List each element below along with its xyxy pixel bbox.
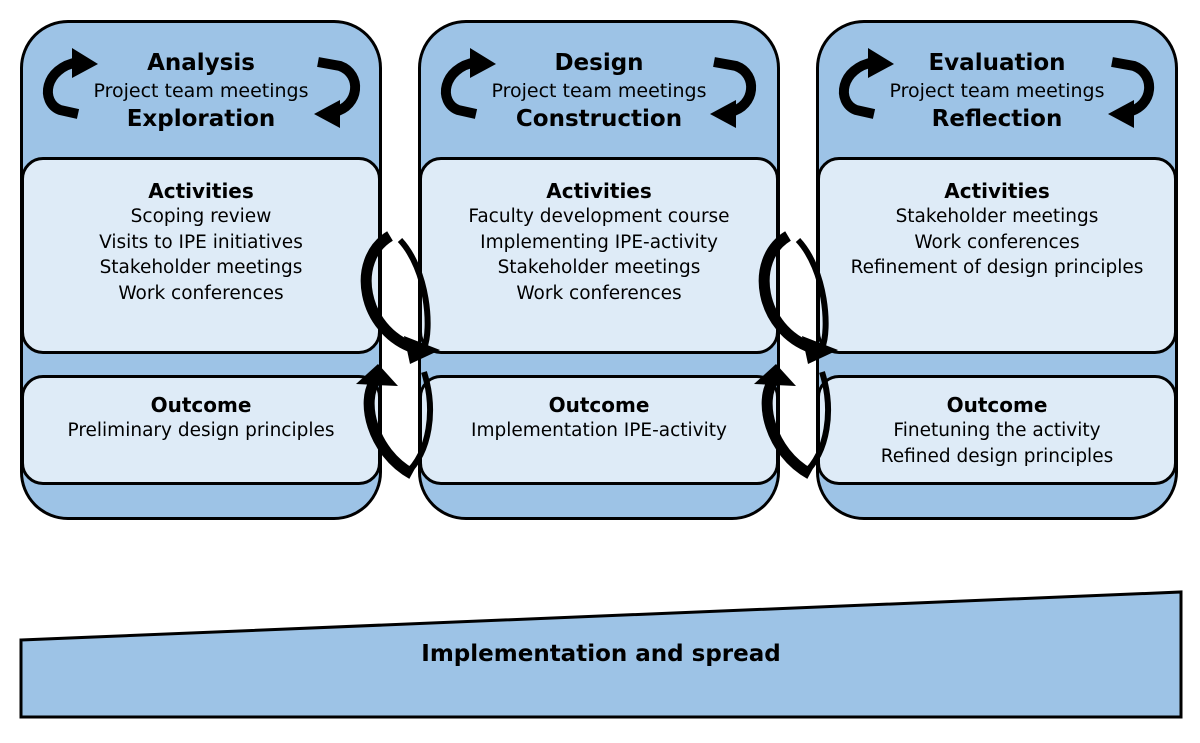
phase-design: Design Project team meetings Constructio…	[418, 20, 780, 520]
outcome-title: Outcome	[548, 393, 650, 417]
phase-subtitle: Reflection	[931, 106, 1063, 132]
phase-evaluation: Evaluation Project team meetings Reflect…	[816, 20, 1178, 520]
activity-item: Stakeholder meetings	[99, 257, 303, 278]
phase-title: Evaluation	[928, 50, 1066, 76]
activity-item: Stakeholder meetings	[895, 206, 1099, 227]
activities-box: Activities Stakeholder meetings Work con…	[817, 157, 1177, 354]
phase-meeting: Project team meetings	[889, 80, 1105, 102]
cycle-arrow-icon	[1108, 57, 1154, 128]
activity-item: Faculty development course	[468, 206, 730, 227]
transition-loop-arrow-icon	[754, 231, 838, 479]
cycle-arrow-icon	[710, 57, 756, 128]
phase-subtitle: Exploration	[126, 106, 276, 132]
outcome-item: Refined design principles	[880, 445, 1114, 467]
activity-item: Stakeholder meetings	[497, 257, 701, 278]
activity-item: Visits to IPE initiatives	[99, 231, 303, 253]
phase-header: Evaluation Project team meetings Reflect…	[819, 49, 1175, 133]
phase-meeting: Project team meetings	[93, 80, 309, 102]
activities-title: Activities	[944, 179, 1050, 203]
activity-item: Work conferences	[914, 231, 1080, 253]
activity-item: Work conferences	[516, 282, 682, 304]
outcome-item: Preliminary design principles	[67, 420, 335, 441]
phase-title: Design	[554, 50, 644, 76]
phase-header: Analysis Project team meetings Explorati…	[23, 49, 379, 133]
outcome-title: Outcome	[150, 393, 252, 417]
phase-analysis: Analysis Project team meetings Explorati…	[20, 20, 382, 520]
cycle-arrow-icon	[838, 48, 894, 119]
activity-item: Work conferences	[118, 282, 284, 304]
outcome-box: Outcome Implementation IPE-activity	[419, 375, 779, 485]
outcome-item: Implementation IPE-activity	[471, 420, 727, 441]
phase-title: Analysis	[147, 50, 255, 76]
phase-meeting: Project team meetings	[491, 80, 707, 102]
cycle-arrow-icon	[440, 48, 496, 119]
activities-box: Activities Scoping review Visits to IPE …	[21, 157, 381, 354]
transition-loop-arrow-icon	[356, 231, 440, 479]
cycle-arrow-icon	[314, 57, 360, 128]
outcome-box: Outcome Preliminary design principles	[21, 375, 381, 485]
phase-subtitle: Construction	[515, 106, 683, 132]
outcome-title: Outcome	[946, 393, 1048, 417]
activity-item: Refinement of design principles	[850, 257, 1144, 278]
activities-box: Activities Faculty development course Im…	[419, 157, 779, 354]
implementation-label: Implementation and spread	[421, 641, 781, 667]
implementation-wedge	[19, 590, 1183, 719]
outcome-box: Outcome Finetuning the activity Refined …	[817, 375, 1177, 485]
activities-title: Activities	[148, 179, 254, 203]
cycle-arrow-icon	[42, 48, 98, 119]
activity-item: Scoping review	[130, 206, 272, 227]
activity-item: Implementing IPE-activity	[480, 231, 718, 253]
activities-title: Activities	[546, 179, 652, 203]
phase-header: Design Project team meetings Constructio…	[421, 49, 777, 133]
outcome-item: Finetuning the activity	[893, 420, 1101, 441]
